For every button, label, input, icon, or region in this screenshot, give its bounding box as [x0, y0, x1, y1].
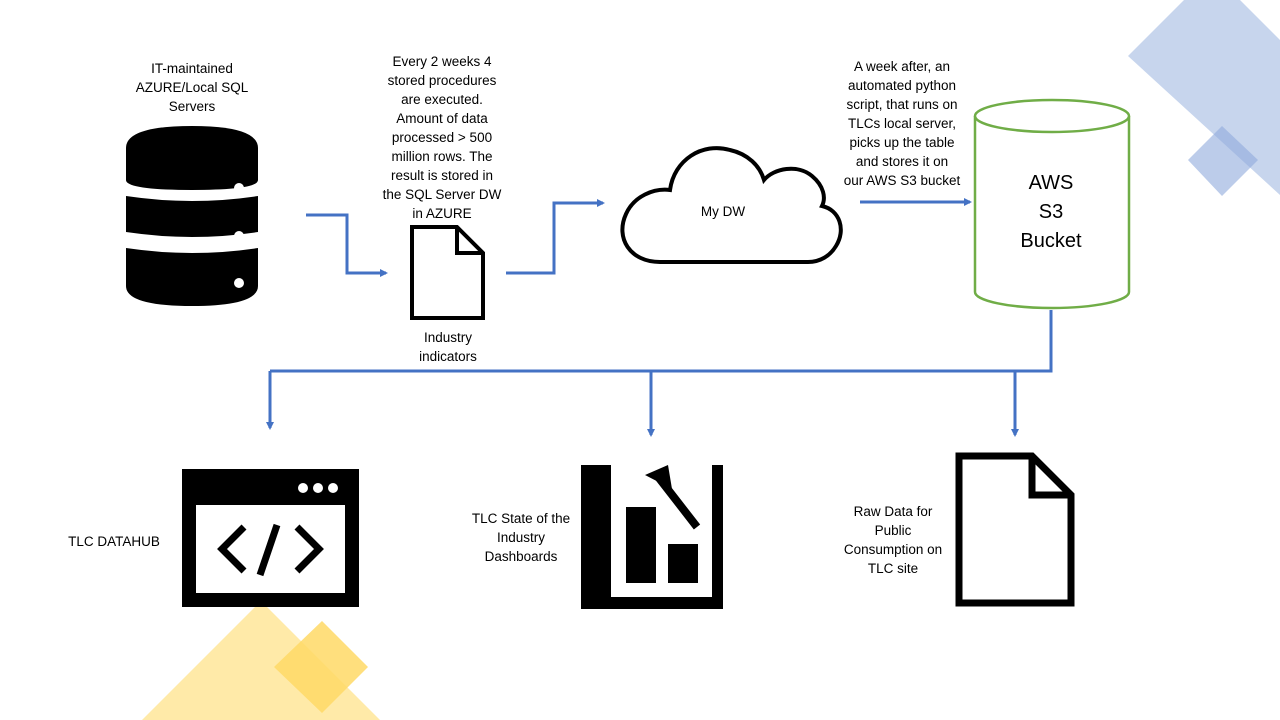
decor-bottom-left: [142, 601, 380, 720]
code-window-icon: [182, 469, 359, 607]
industry-indicators-label: Industry indicators: [419, 330, 477, 364]
arrow-s3-trunk: [270, 310, 1053, 373]
raw-data-label: Raw Data for Public Consumption on TLC s…: [843, 504, 943, 576]
my-dw-label: My DW: [700, 204, 746, 219]
cloud-icon: [620, 146, 843, 264]
bar-chart-icon: [581, 465, 723, 609]
stored-procedures-label: Every 2 weeks 4 stored procedures are ex…: [382, 54, 502, 221]
python-script-label: A week after, an automated python script…: [843, 59, 961, 188]
database-server-icon: [126, 126, 258, 306]
aws-s3-label: AWS S3 Bucket: [1020, 172, 1082, 252]
arrow-indicators-to-dw: [506, 199, 605, 275]
arrow-sql-to-indicators: [306, 213, 388, 277]
arrows: [266, 198, 1053, 437]
dashboards-label: TLC State of the Industry Dashboards: [471, 511, 571, 564]
raw-data-document-icon: [955, 452, 1075, 607]
decor-top-right: [1128, 0, 1280, 196]
sql-servers-label: IT-maintained AZURE/Local SQL Servers: [135, 61, 249, 114]
tlc-datahub-label: TLC DATAHUB: [68, 534, 160, 549]
aws-s3-cylinder-icon: [973, 98, 1131, 310]
industry-indicators-document-icon: [410, 225, 485, 320]
